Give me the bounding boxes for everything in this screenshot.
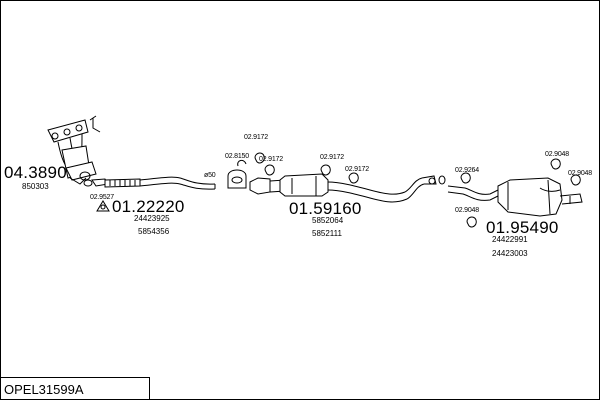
rear-silencer xyxy=(497,177,583,217)
clamp-icon xyxy=(227,169,247,189)
oe-ref-front-pipe-1: 24423925 xyxy=(134,214,170,223)
diagram-code: OPEL31599A xyxy=(4,382,84,397)
accessory-hanger-a: 02.9172 xyxy=(244,134,268,141)
oe-ref-manifold-1: 850303 xyxy=(22,182,49,191)
oe-ref-rear-1: 24422991 xyxy=(492,235,528,244)
part-number-middle-silencer: 01.59160 xyxy=(289,199,362,218)
part-number-front-pipe: 01.22220 xyxy=(112,197,185,216)
accessory-hanger-d: 02.9172 xyxy=(345,166,369,173)
hanger-icons xyxy=(237,152,581,228)
accessory-hanger-rear-b: 02.9048 xyxy=(545,151,569,158)
oe-ref-middle-2: 5852111 xyxy=(312,229,342,238)
gasket-front-icon xyxy=(96,200,110,212)
oe-ref-front-pipe-2: 5854356 xyxy=(138,227,170,236)
accessory-hanger-rear-c: 02.9048 xyxy=(568,170,592,177)
front-pipe xyxy=(91,176,216,190)
oe-ref-rear-2: 24423003 xyxy=(492,249,528,258)
accessory-hanger-b: 02.9172 xyxy=(259,156,283,163)
accessory-hanger-rear-a: 02.9264 xyxy=(455,167,479,174)
exhaust-manifold xyxy=(47,115,101,185)
diameter-label: ø50 xyxy=(204,172,216,179)
part-number-rear-silencer: 01.95490 xyxy=(486,218,559,237)
oe-ref-middle-1: 5852064 xyxy=(312,216,344,225)
diagram-code-box: OPEL31599A xyxy=(0,377,150,399)
accessory-clamp-a: 02.8150 xyxy=(225,153,249,160)
accessory-hanger-c: 02.9172 xyxy=(320,154,344,161)
part-number-manifold: 04.3890 xyxy=(4,163,67,182)
rear-pipe xyxy=(447,185,499,201)
manifold-flange xyxy=(79,171,93,187)
middle-silencer xyxy=(249,173,446,203)
accessory-hanger-rear-d: 02.9048 xyxy=(455,207,479,214)
accessory-gasket-front: 02.9527 xyxy=(90,194,114,201)
